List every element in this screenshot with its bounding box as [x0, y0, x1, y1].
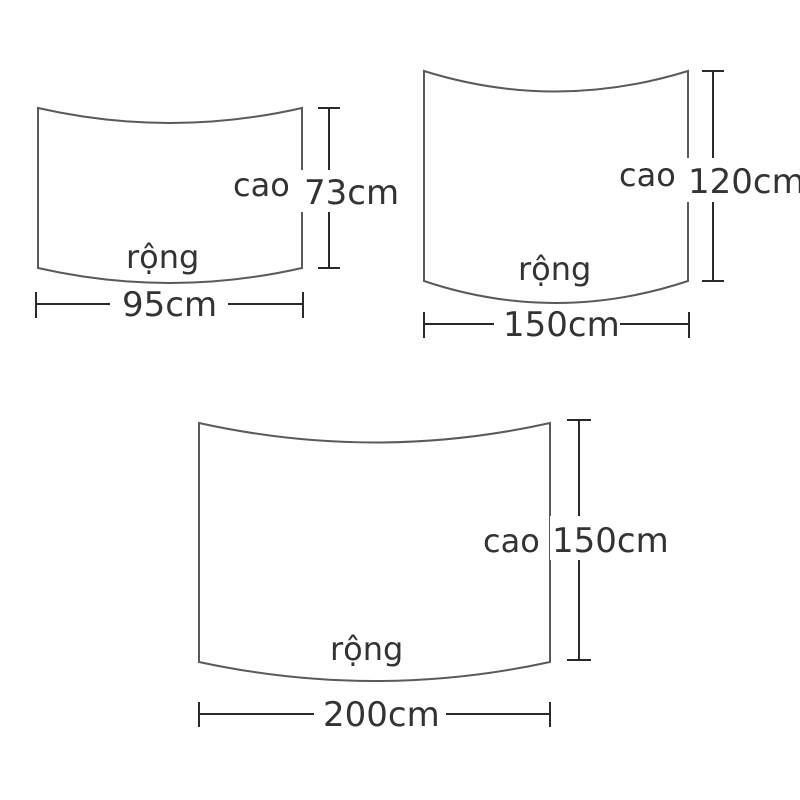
panel-large-width-dimension	[198, 702, 551, 727]
panel-small-width-dimension	[35, 292, 304, 318]
panel-medium-width-label: rộng	[518, 250, 591, 288]
panel-large-outline	[198, 421, 551, 682]
panel-small-height-label: cao	[233, 166, 290, 204]
panel-medium: cao 120cm rộng 150cm	[423, 69, 800, 345]
panel-medium-outline	[423, 69, 689, 304]
panel-large-height-label: cao	[483, 522, 540, 560]
panel-large-width-value: 200cm	[323, 695, 440, 735]
panel-small-width-value: 95cm	[122, 285, 217, 325]
panel-medium-width-dimension	[423, 312, 690, 338]
panel-large: cao 150cm rộng 200cm	[198, 419, 669, 735]
panel-small-height-value: 73cm	[304, 173, 399, 213]
panel-small-width-label: rộng	[126, 238, 199, 276]
panel-small: cao 73cm rộng 95cm	[35, 106, 399, 325]
panel-medium-width-value: 150cm	[503, 305, 620, 345]
panel-medium-height-value: 120cm	[688, 162, 800, 202]
panel-medium-height-label: cao	[619, 156, 676, 194]
panel-large-height-value: 150cm	[552, 521, 669, 561]
panel-small-outline	[37, 106, 303, 284]
panel-large-width-label: rộng	[330, 630, 403, 668]
